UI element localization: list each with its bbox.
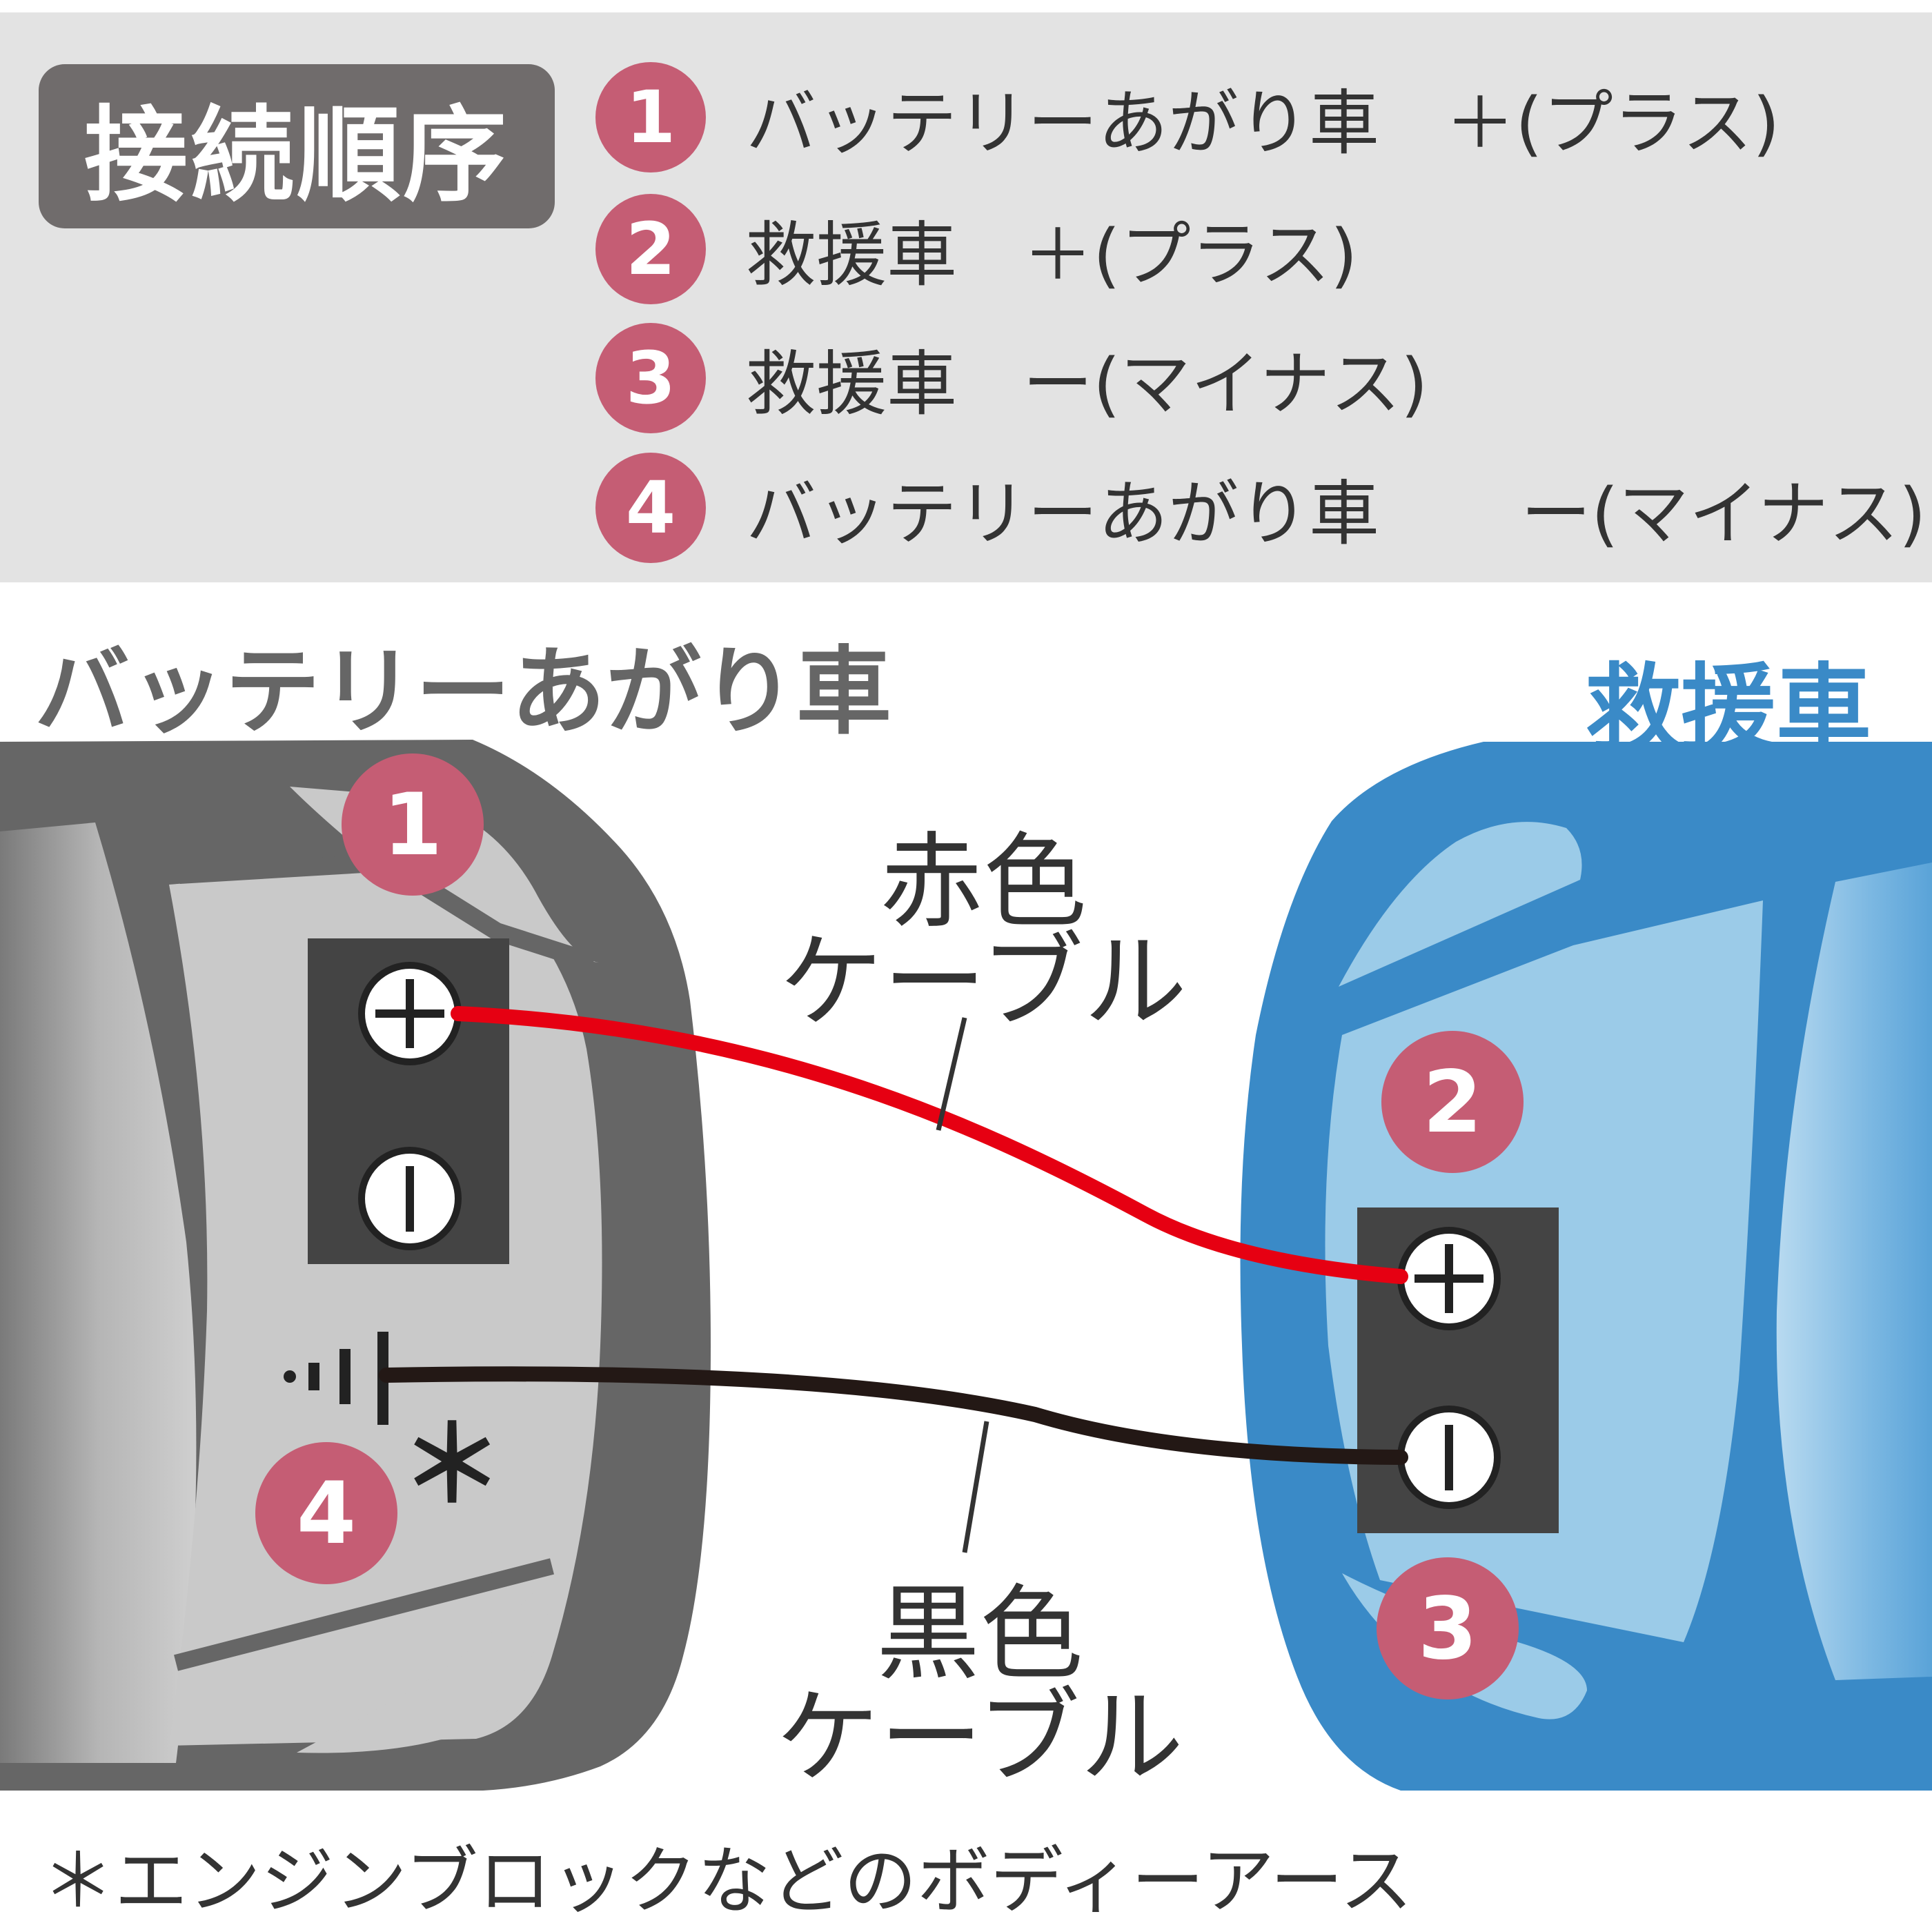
connection-order-panel: 接続順序 1 バッテリーあがり車 ＋(プラス) 2 救援車 ＋(プラス) 3 救… bbox=[0, 12, 1932, 582]
body-ground-asterisk: ＊ bbox=[400, 1406, 504, 1526]
step-car-label: バッテリーあがり車 bbox=[746, 82, 1379, 165]
rescue-car-minus-terminal bbox=[1397, 1406, 1501, 1509]
dead-battery-car bbox=[0, 740, 711, 1791]
black-cable-leader bbox=[962, 1421, 989, 1553]
black-cable-label-line2: ケーブル bbox=[776, 1678, 1183, 1798]
step-marker-2: 2 bbox=[1381, 1031, 1524, 1173]
dead-car-plus-terminal bbox=[358, 962, 462, 1065]
rescue-car-plus-terminal bbox=[1397, 1227, 1501, 1330]
step-terminal-label: ー(マイナス) bbox=[1521, 473, 1926, 555]
dead-car-light-divider bbox=[174, 1558, 554, 1671]
dead-car-minus-terminal bbox=[358, 1147, 462, 1250]
step-car-label: 救援車 bbox=[746, 214, 957, 297]
step-car-label: 救援車 bbox=[746, 343, 957, 426]
red-cable-label-line2: ケーブル bbox=[779, 923, 1187, 1043]
connection-order-title-badge: 接続順序 bbox=[39, 64, 555, 228]
step-marker-number: 2 bbox=[1423, 1053, 1482, 1152]
red-cable-label-line1: 赤色 bbox=[880, 822, 1087, 943]
step-marker-number: 4 bbox=[297, 1464, 356, 1564]
black-cable-label-line1: 黒色 bbox=[876, 1575, 1083, 1695]
step-number-badge: 3 bbox=[595, 323, 706, 433]
step-number-badge: 2 bbox=[595, 194, 706, 304]
step-row-2: 2 救援車 ＋(プラス) bbox=[595, 194, 1358, 304]
dead-battery-car-label: バッテリーあがり車 bbox=[34, 636, 892, 747]
rescue-car-top-light bbox=[1339, 822, 1582, 987]
step-number-badge: 1 bbox=[595, 62, 706, 172]
red-cable bbox=[451, 1006, 1408, 1284]
red-cable-leader bbox=[936, 1017, 967, 1131]
step-car-label: バッテリーあがり車 bbox=[746, 473, 1379, 555]
step-marker-1: 1 bbox=[342, 753, 484, 896]
black-cable bbox=[379, 1366, 1408, 1465]
rescue-car-window bbox=[1776, 862, 1932, 1680]
step-terminal-label: ＋(プラス) bbox=[1445, 82, 1780, 165]
step-marker-3: 3 bbox=[1377, 1557, 1519, 1699]
dead-car-window bbox=[0, 822, 197, 1763]
step-terminal-label: ー(マイナス) bbox=[1023, 343, 1428, 426]
step-marker-number: 3 bbox=[1418, 1579, 1477, 1679]
footnote: ＊エンジンブロックなどのボディーアース bbox=[41, 1839, 1413, 1924]
connection-order-title: 接続順序 bbox=[83, 95, 509, 216]
step-terminal-label: ＋(プラス) bbox=[1023, 214, 1358, 297]
step-number-badge: 4 bbox=[595, 453, 706, 563]
step-row-4: 4 バッテリーあがり車 ー(マイナス) bbox=[595, 453, 1926, 563]
step-marker-4: 4 bbox=[255, 1442, 397, 1584]
step-row-3: 3 救援車 ー(マイナス) bbox=[595, 323, 1428, 433]
step-marker-number: 1 bbox=[383, 776, 442, 875]
step-row-1: 1 バッテリーあがり車 ＋(プラス) bbox=[595, 62, 1780, 172]
dead-car-bottom-light bbox=[297, 1580, 555, 1753]
